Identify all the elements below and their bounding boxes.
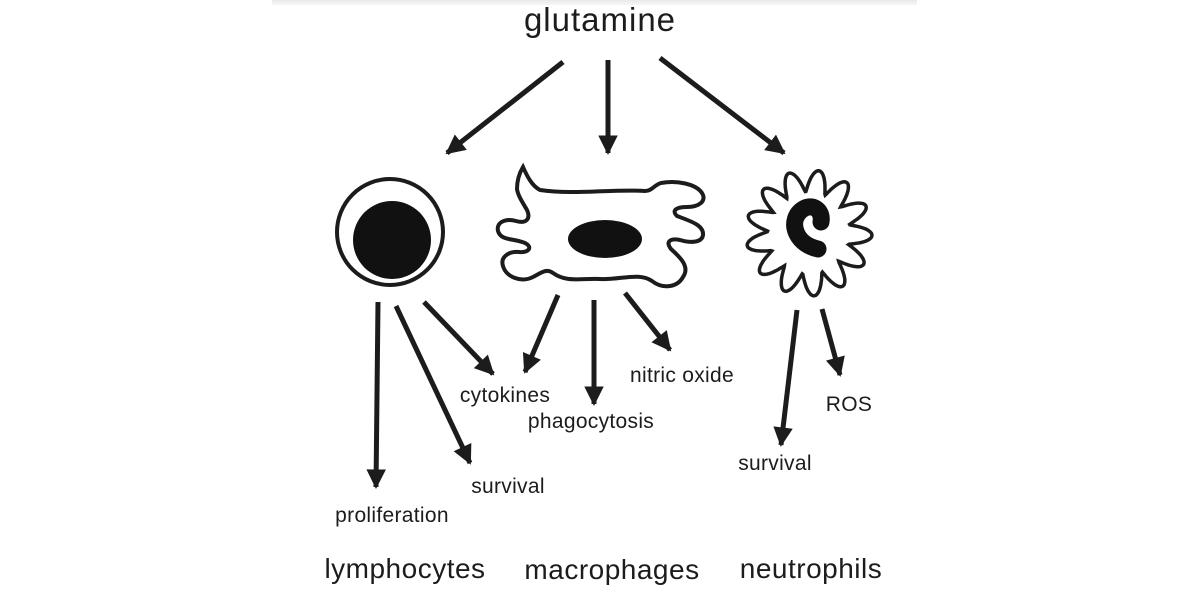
arrow-neutrophil-to-ros [819,308,845,377]
cytokines-label: cytokines [460,384,550,407]
proliferation-label: proliferation [335,504,449,527]
lymphocyte-nucleus [353,201,431,279]
arrow-macrophage-to-cytokines [522,294,561,374]
lymphocyte-cell [335,177,445,287]
arrow-lymphocyte-to-cytokines [422,300,495,376]
neutrophil-cell [745,169,874,298]
neutrophil-nucleus [786,198,830,258]
survival-lymphocytes-label: survival [471,475,545,498]
ros-label: ROS [826,393,872,416]
arrow-lymphocyte-to-proliferation [366,301,386,489]
macrophages-label: macrophages [524,554,699,585]
arrow-glutamine-to-neutrophils [658,56,786,155]
scan-artifact-strip [272,0,917,5]
macrophage-nucleus [568,220,642,258]
neutrophils-label: neutrophils [740,553,882,584]
arrow-lymphocyte-to-survival [393,304,473,465]
macrophage-cell [495,162,706,289]
arrow-glutamine-to-lymphocytes [445,60,565,155]
phagocytosis-label: phagocytosis [528,410,654,433]
neutrophil-membrane [745,169,874,298]
arrow-neutrophil-to-survival [773,309,800,447]
glutamine-title: glutamine [524,1,676,38]
lymphocytes-label: lymphocytes [324,553,485,584]
survival-neutrophils-label: survival [738,452,812,475]
nitric-oxide-label: nitric oxide [630,364,734,387]
arrow-macrophage-to-nitric-oxide [623,291,672,352]
